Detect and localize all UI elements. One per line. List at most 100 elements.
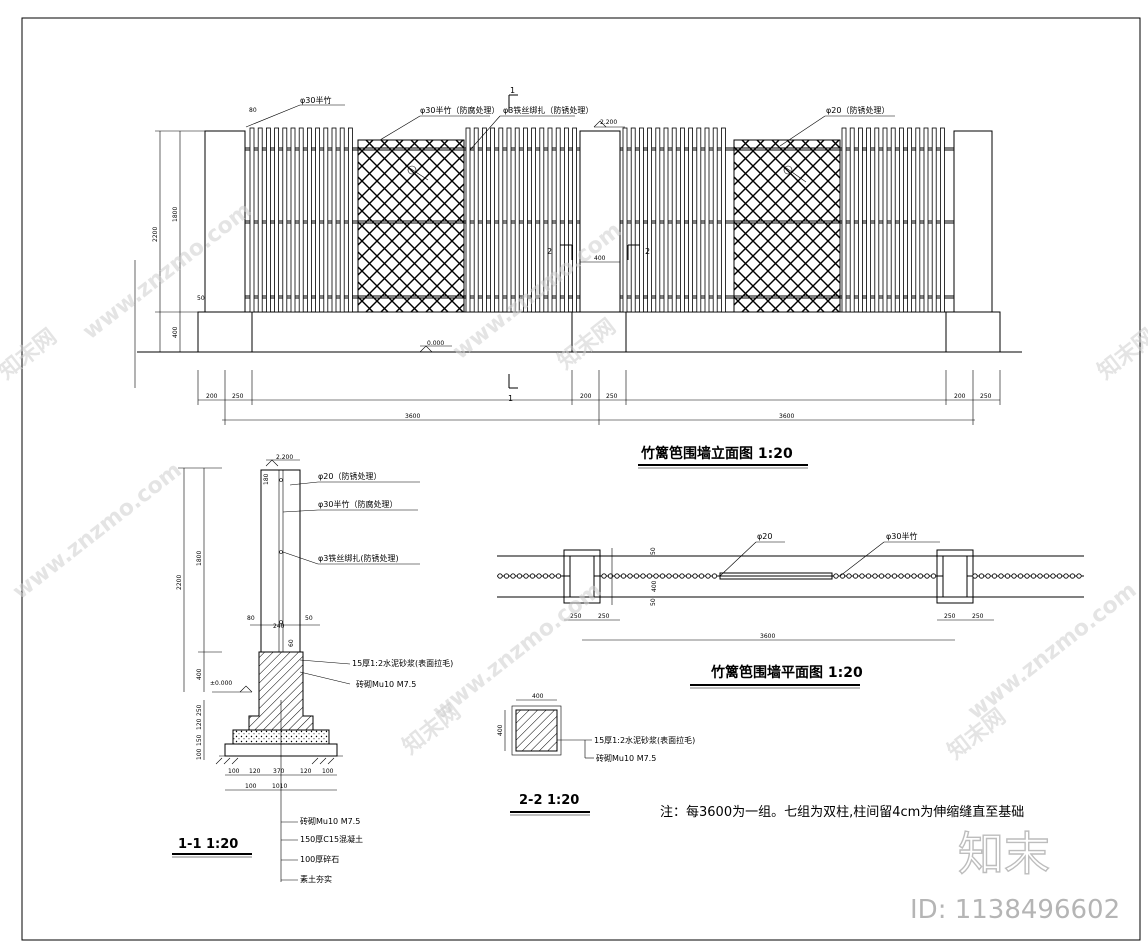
plan-bamboo-dot (1037, 573, 1043, 579)
bamboo-picket (923, 127, 929, 313)
label-wire: φ3铁丝绑扎（防锈处理） (503, 105, 593, 115)
cut-label-top: 1 (510, 86, 515, 95)
plan-bamboo-dot (646, 573, 653, 579)
bamboo-pickets (249, 127, 945, 313)
plan-label-rod: φ20 (757, 532, 772, 541)
plan-bamboo-dot (872, 573, 878, 579)
bamboo-picket (721, 127, 726, 313)
s11-dim-100: 100 (196, 748, 203, 760)
lattice-bar (380, 140, 464, 224)
bamboo-picket (331, 127, 337, 313)
lattice-bar (982, 140, 1148, 312)
logo-mark: 知末 (958, 827, 1050, 881)
bamboo-picket (347, 127, 353, 313)
lattice-bar (734, 281, 765, 312)
s11-label-rod: φ20（防锈处理） (318, 471, 381, 481)
plan-bamboo-dot (859, 573, 865, 579)
s11-dim-370: 370 (273, 768, 285, 775)
s11-label-brick2: 砖砌Mu10 M7.5 (300, 816, 360, 826)
lattice-bar (952, 140, 1124, 312)
bamboo-picket (899, 127, 904, 313)
plan-dim-50-a: 50 (650, 547, 657, 555)
plan-bamboo-dot (1030, 573, 1037, 579)
lattice-bar (358, 153, 464, 261)
plan-bamboo-dot (985, 573, 991, 579)
plan-bamboo-dot (1017, 573, 1024, 579)
label-half-bamboo: φ30半竹 (300, 95, 331, 105)
lattice-bar (801, 140, 840, 179)
plan-dim-250-c: 250 (944, 613, 956, 620)
plan-dim-400: 400 (651, 580, 658, 592)
plan-bamboo-dot (898, 573, 904, 579)
wm-site-3: www.znzmo.com (8, 458, 186, 605)
lattice-bar (358, 168, 464, 276)
lattice-bar (358, 251, 419, 312)
lattice-bar (734, 140, 810, 216)
plan-bamboo-dot (930, 573, 937, 579)
s11-dim-180: 180 (263, 473, 270, 485)
wm-brand-1: 知末网 (0, 324, 62, 385)
plan-bamboo-row (497, 573, 1082, 579)
s11-ground-elevation: ±0.000 (210, 680, 232, 687)
bamboo-picket (490, 127, 496, 313)
plan-bamboo-dot (1004, 573, 1011, 579)
lattice-bar (937, 140, 1109, 312)
bamboo-picket (572, 127, 577, 313)
bamboo-picket (298, 127, 304, 313)
dim-50: 50 (197, 295, 205, 302)
plan-view: φ20 φ30半竹 50 400 50 250 250 250 250 3600… (497, 531, 1084, 689)
bamboo-picket (647, 127, 652, 313)
wm-site-1: www.znzmo.com (78, 198, 256, 345)
s11-dim-120-a: 120 (249, 768, 261, 775)
plan-bamboo-dot (885, 573, 891, 579)
label-half-bamboo-rot: φ30半竹（防腐处理） (420, 105, 499, 115)
plan-bamboo-dot (659, 573, 666, 579)
plan-label-bamboo: φ30半竹 (886, 531, 917, 541)
bamboo-picket (874, 127, 880, 313)
plan-bamboo-dot (627, 573, 633, 579)
bamboo-picket (841, 127, 847, 313)
bamboo-picket (680, 127, 685, 313)
plan-bamboo-dot (891, 573, 898, 579)
bamboo-picket (564, 127, 569, 313)
dim-250-a: 250 (232, 393, 244, 400)
plan-dim-3600: 3600 (760, 633, 775, 640)
bamboo-picket (315, 127, 321, 313)
lattice-bar (365, 213, 464, 312)
plan-bamboo-dot (523, 573, 529, 579)
lattice-bar (734, 140, 840, 246)
ground-elevation: 0.000 (427, 340, 444, 347)
plan-bamboo-dot (1024, 573, 1030, 579)
s22-label-mortar: 15厚1:2水泥砂浆(表面拉毛) (594, 735, 695, 745)
bamboo-picket (481, 127, 487, 313)
plan-bamboo-dot (666, 573, 672, 579)
plan-bamboo-dot (911, 573, 917, 579)
s11-label-brick: 砖砌Mu10 M7.5 (356, 679, 416, 689)
plan-bamboo-dot (846, 573, 852, 579)
s11-leaders: φ20（防锈处理） φ30半竹（防腐处理） φ3铁丝绑扎(防锈处理) 15厚1:… (280, 471, 453, 884)
lattice-bar (358, 140, 404, 186)
bamboo-picket (257, 127, 263, 313)
lattice-bar (862, 140, 1034, 312)
dim-80: 80 (249, 107, 257, 114)
s22-post (515, 709, 558, 752)
bamboo-picket (265, 127, 271, 313)
bamboo-picket (663, 127, 669, 313)
plan-bamboo-dot (640, 573, 646, 579)
plan-bamboo-dot (607, 573, 614, 579)
plan-bamboo-dot (653, 573, 659, 579)
bamboo-picket (547, 127, 553, 313)
section22-title: 2-2 1:20 (519, 793, 579, 808)
lattice-bar (734, 168, 840, 276)
lattice-bar (922, 140, 1094, 312)
image-id: ID: 1138496602 (910, 895, 1120, 925)
plan-bamboo-dot (529, 573, 536, 579)
lattice-bar (937, 140, 1109, 312)
s11-dim-120-b: 120 (300, 768, 312, 775)
bamboo-picket (514, 127, 520, 313)
lattice-bar (425, 140, 464, 179)
plan-dim-50-b: 50 (650, 598, 657, 606)
lattice-bar (771, 140, 840, 209)
bamboo-picket (907, 127, 912, 313)
bamboo-picket (506, 127, 512, 313)
